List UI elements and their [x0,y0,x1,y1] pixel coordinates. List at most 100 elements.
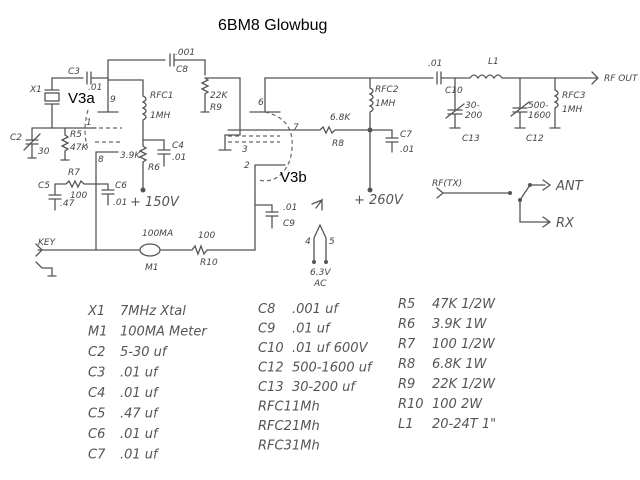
label-c10-value: .01 [428,59,442,69]
label-c7: C7 [400,130,412,140]
label-c2-value: 30 [38,147,50,157]
parts-list-value: .47 uf [120,407,160,422]
parts-list-value: 47K 1/2W [432,297,496,312]
label-r8: R8 [332,139,344,149]
parts-list-value: 500-1600 uf [292,361,374,376]
parts-list-ref: RFC3 [258,439,292,454]
label-r5: R5 [70,130,82,140]
label-c10: C10 [445,86,463,96]
label-pin2: 2 [244,161,250,171]
parts-list-ref: C6 [88,427,105,442]
label-c8-value: .001 [175,48,195,58]
parts-list-ref: RFC2 [258,419,292,434]
parts-list-value: 7MHz Xtal [120,304,186,319]
parts-list-ref: C13 [258,380,284,395]
label-c12-value-1: 500- [528,101,548,111]
label-heater-pin5: 5 [329,237,335,247]
parts-list-ref: C4 [88,386,105,401]
label-plus-150v: + 150V [130,195,180,210]
parts-list-value: .01 uf [120,386,160,401]
wires [23,53,599,277]
label-r7: R7 [68,168,80,178]
label-r5-value: 47K [70,143,88,153]
label-heater-ac: AC [313,279,327,289]
crystal-x1 [44,92,60,102]
parts-list-value: 1Mh [292,419,320,434]
parts-list-value: .01 uf 600V [292,341,369,356]
parts-list-ref: C9 [258,322,275,337]
label-r9-value: 22K [210,91,228,101]
label-pin3: 3 [242,145,248,155]
label-rf-out: RF OUT [604,74,639,84]
parts-list-ref: M1 [88,325,108,340]
parts-list-ref: R9 [398,377,415,392]
parts-list-value: .01 uf [120,448,160,463]
parts-list-value: 1Mh [292,400,320,415]
tube-label-v3b: V3b [280,169,307,186]
label-c13-value-1: 30- [465,101,480,111]
label-rfc3: RFC3 [562,91,586,101]
label-m1-value: 100MA [142,229,173,239]
label-c7-value: .01 [400,145,414,155]
label-r7-value: 100 [70,191,87,201]
label-rf-tx: RF(TX) [432,179,462,189]
label-key: KEY [38,238,57,248]
parts-list-ref: L1 [398,417,414,432]
label-c12-value-2: 1600 [528,111,551,121]
label-c9-value: .01 [283,203,297,213]
parts-list-value: .001 uf [292,302,340,317]
parts-list-ref: C3 [88,366,105,381]
label-c5-value: .47 [60,199,75,209]
parts-list-ref: RFC1 [258,400,292,415]
label-c3: C3 [68,67,80,77]
parts-list-ref: R8 [398,357,415,372]
parts-list-value: 22K 1/2W [432,377,496,392]
parts-list-ref: R7 [398,337,416,352]
tube-label-v3a: V3a [68,90,95,107]
label-r8-value: 6.8K [330,113,351,123]
label-c9: C9 [283,219,295,229]
label-pin7: 7 [293,123,299,133]
label-c13-value-2: 200 [465,111,482,121]
label-c12: C12 [526,134,544,144]
label-r10: R10 [200,258,218,268]
label-r10-value: 100 [198,231,215,241]
label-l1: L1 [488,57,499,67]
parts-list-value: .01 uf [120,366,160,381]
parts-list-value: .01 uf [120,427,160,442]
label-c8: C8 [176,65,188,75]
parts-list-value: 3.9K 1W [432,317,488,332]
parts-list-value: 100 2W [432,397,483,412]
label-heater-voltage: 6.3V [310,268,331,278]
label-rfc3-value: 1MH [562,105,582,115]
label-c3-value: .01 [88,83,102,93]
label-plus-260v: + 260V [354,193,404,208]
label-c5: C5 [38,181,50,191]
label-rx: RX [556,216,575,231]
label-r6-value: 3.9K [120,151,141,161]
parts-list-value: 100MA Meter [120,325,208,340]
component-labels: V3a V3b X1 C3 .01 .001 C8 RFC1 1MH 22K R… [10,48,639,289]
label-r6: R6 [148,163,160,173]
parts-list-value: 20-24T 1" [432,417,496,432]
parts-list-ref: C2 [88,345,105,360]
label-rfc1-value: 1MH [150,111,170,121]
diagram-title: 6BM8 Glowbug [218,17,327,34]
parts-list-ref: C8 [258,302,275,317]
label-r9: R9 [210,103,222,113]
parts-list-ref: R6 [398,317,415,332]
parts-list-ref: C7 [88,448,106,463]
label-rfc1: RFC1 [150,91,173,101]
label-c4: C4 [172,141,184,151]
label-rfc2: RFC2 [375,85,399,95]
label-pin6: 6 [258,98,264,108]
parts-list-ref: R5 [398,297,415,312]
label-pin1: 1 [86,118,92,128]
label-x1: X1 [29,85,42,95]
parts-list-value: 5-30 uf [120,345,169,360]
parts-list-ref: X1 [87,304,105,319]
parts-list-ref: C10 [258,341,284,356]
label-ant: ANT [555,179,584,194]
label-pin8: 8 [98,155,104,165]
